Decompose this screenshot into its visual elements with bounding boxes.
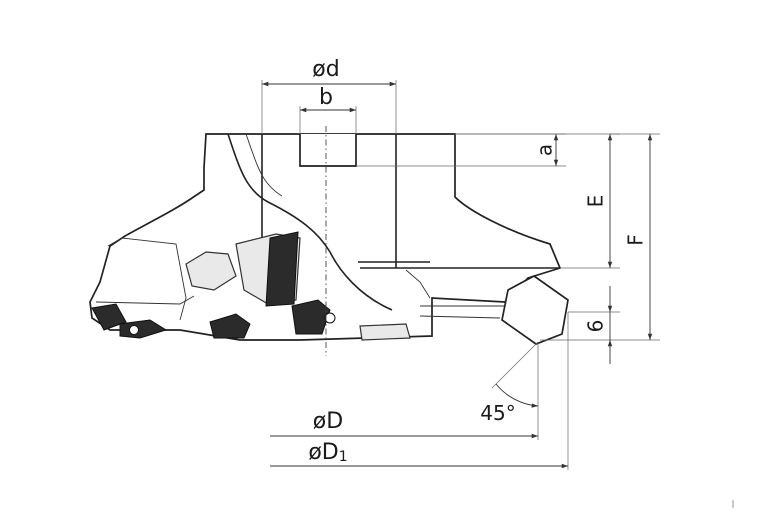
insert-right-bottom xyxy=(359,323,411,341)
total-height-label: F xyxy=(624,234,648,246)
screw-head-center xyxy=(324,312,336,324)
insert-mid xyxy=(209,313,251,339)
max-diameter-subscript: 1 xyxy=(339,449,348,465)
lead-angle-label: 45° xyxy=(480,401,515,425)
body-bottom-detail-2 xyxy=(419,315,501,319)
chip-pocket-left xyxy=(185,251,237,291)
cutting-diameter-label: øD xyxy=(313,409,343,434)
body-edge-left xyxy=(95,295,195,305)
body-height-label: E xyxy=(584,195,608,208)
keyway-depth-label: a xyxy=(533,144,557,156)
keyway-width-label: b xyxy=(319,85,333,110)
insert-left xyxy=(91,303,127,331)
insert-seat-left xyxy=(107,237,187,321)
screw-head-left xyxy=(129,325,139,335)
section-curve-inner xyxy=(245,133,283,197)
max-diameter-label: øD1 xyxy=(308,440,347,465)
insert-height-label: 6 xyxy=(584,320,608,333)
insert-center xyxy=(291,299,331,335)
keyway-slot xyxy=(299,134,357,167)
angle-ref-diagonal xyxy=(491,341,539,389)
bore-diameter-label: ød xyxy=(312,57,339,82)
insert-clamp-center xyxy=(265,231,299,307)
angle-arc xyxy=(495,383,539,408)
hub-chamfer xyxy=(405,269,431,299)
section-curve xyxy=(227,133,393,311)
